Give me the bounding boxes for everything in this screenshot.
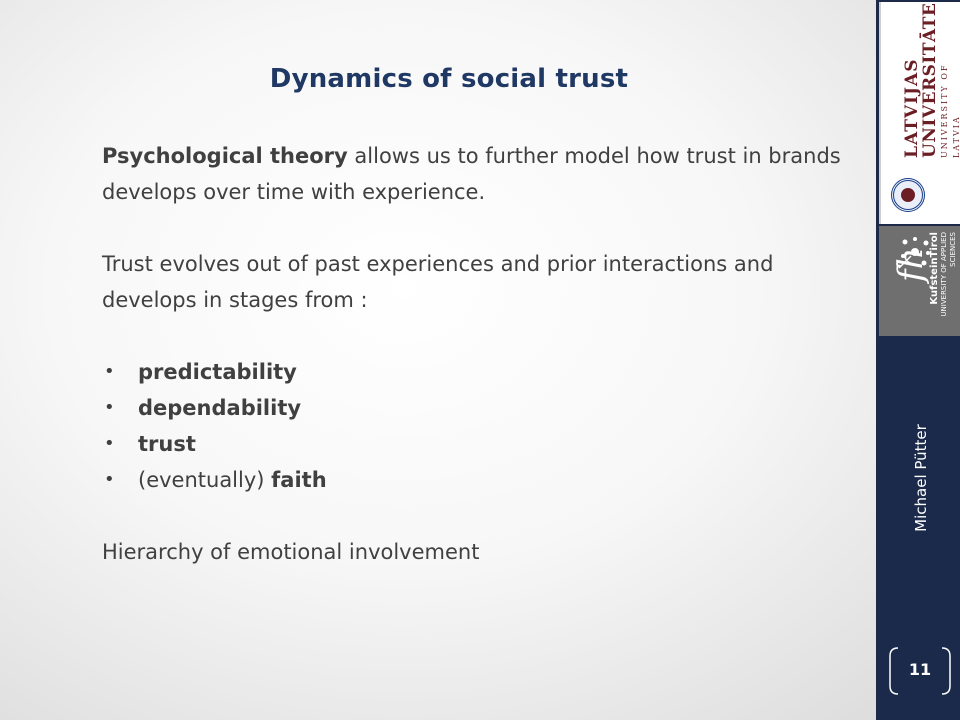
list-item: •dependability (102, 390, 842, 426)
stages-list: •predictability •dependability •trust •(… (102, 354, 842, 498)
list-item: •predictability (102, 354, 842, 390)
seal-icon (891, 178, 925, 212)
slide-title: Dynamics of social trust (269, 64, 629, 94)
paragraph-theory: Psychological theory allows us to furthe… (102, 138, 842, 210)
page-number-bracket (889, 647, 951, 695)
paragraph-stages: Trust evolves out of past experiences an… (102, 252, 774, 312)
fh-kufstein-logo: fh KufsteinTirol UNIVERSITY OF APPLIED S… (879, 226, 960, 336)
theory-rest: allows us to further model how trust in … (102, 144, 841, 204)
slide-body: Psychological theory allows us to furthe… (102, 138, 842, 570)
bullet-icon: • (104, 361, 115, 382)
bullet-icon: • (104, 397, 115, 418)
university-of-latvia-logo: LATVIJAS UNIVERSITĀTE UNIVERSITY OF LATV… (879, 2, 960, 224)
bullet-icon: • (104, 433, 115, 454)
list-item: •trust (102, 426, 842, 462)
starburst-icon (898, 237, 930, 269)
author-name: Michael Pütter (912, 424, 930, 532)
page-number: 11 (908, 660, 932, 679)
closing-line: Hierarchy of emotional involvement (102, 540, 480, 564)
fh-letters: fh (891, 247, 931, 282)
theory-lead: Psychological theory (102, 144, 348, 168)
bullet-icon: • (104, 469, 115, 490)
list-item: •(eventually) faith (102, 462, 842, 498)
